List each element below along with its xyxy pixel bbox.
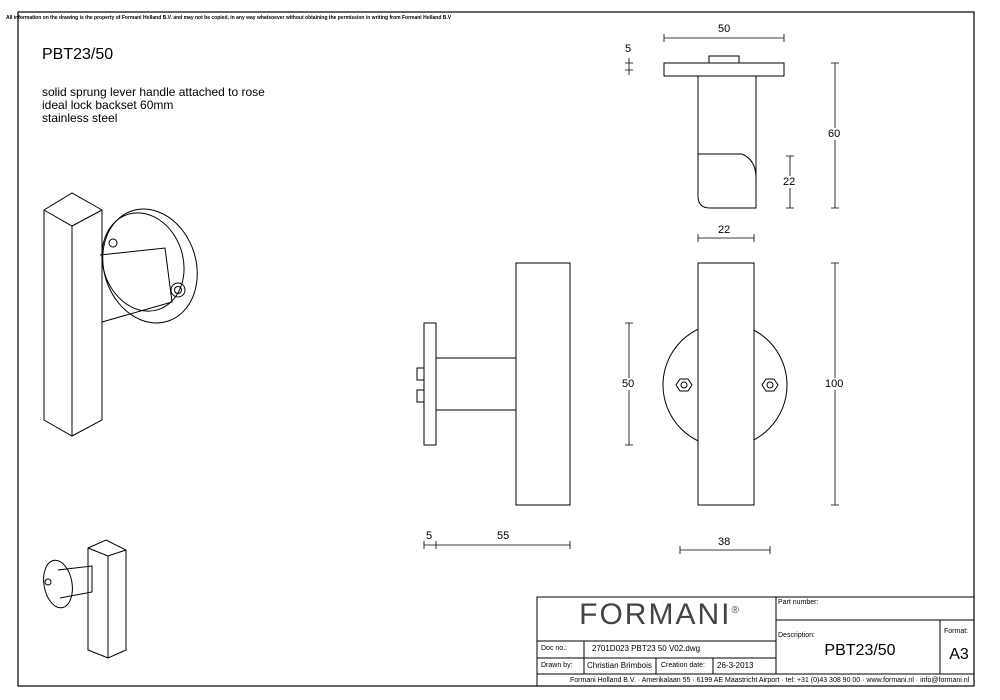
front-view: [662, 262, 788, 506]
iso-view-small: [43, 539, 127, 659]
creation-date-label: Creation date:: [661, 662, 705, 669]
dim-top-rose: 5: [625, 43, 632, 55]
dim-top-grip: 22: [783, 176, 796, 188]
format-label: Format:: [944, 628, 969, 635]
part-number-label: Part number:: [778, 599, 819, 606]
product-description: solid sprung lever handle attached to ro…: [42, 86, 265, 125]
doc-no-value: 2701D023 PBT23 50 V02.dwg: [592, 644, 701, 653]
top-view: [663, 55, 785, 209]
product-code: PBT23/50: [42, 46, 114, 63]
description-line-2: ideal lock backset 60mm: [42, 98, 174, 112]
iso-view-large: [43, 192, 198, 437]
logo-text: FORMANI: [579, 598, 732, 631]
dim-front-width: 22: [718, 224, 731, 236]
ownership-disclaimer: All information on the drawing is the pr…: [6, 15, 452, 21]
doc-no-label: Doc no.:: [541, 645, 568, 652]
description-value: PBT23/50: [824, 642, 896, 659]
side-view: [416, 262, 571, 506]
dimension-lines: [423, 34, 839, 554]
description-line-1: solid sprung lever handle attached to ro…: [42, 85, 265, 99]
logo-registered-mark: ®: [731, 605, 741, 616]
drawn-by-value: Christian Brimbois: [587, 661, 652, 670]
dim-top-width: 50: [718, 23, 731, 35]
description-label: Description:: [778, 632, 815, 639]
formani-logo: FORMANI®: [560, 598, 760, 632]
creation-date-value: 26-3-2013: [717, 661, 754, 670]
dim-side-rose-height: 50: [622, 378, 635, 390]
dim-side-rose: 5: [426, 530, 433, 542]
format-value: A3: [949, 646, 969, 663]
dim-side-projection: 55: [497, 530, 510, 542]
description-line-3: stainless steel: [42, 111, 118, 125]
dim-front-height: 100: [825, 378, 844, 390]
dim-front-rose: 38: [718, 536, 731, 548]
company-footer: Formani Holland B.V. · Amerikalaan 55 · …: [570, 677, 970, 684]
dim-top-height: 60: [828, 128, 841, 140]
drawn-by-label: Drawn by:: [541, 662, 573, 669]
drawing-border: [17, 11, 975, 687]
title-block-grid: [536, 596, 975, 687]
